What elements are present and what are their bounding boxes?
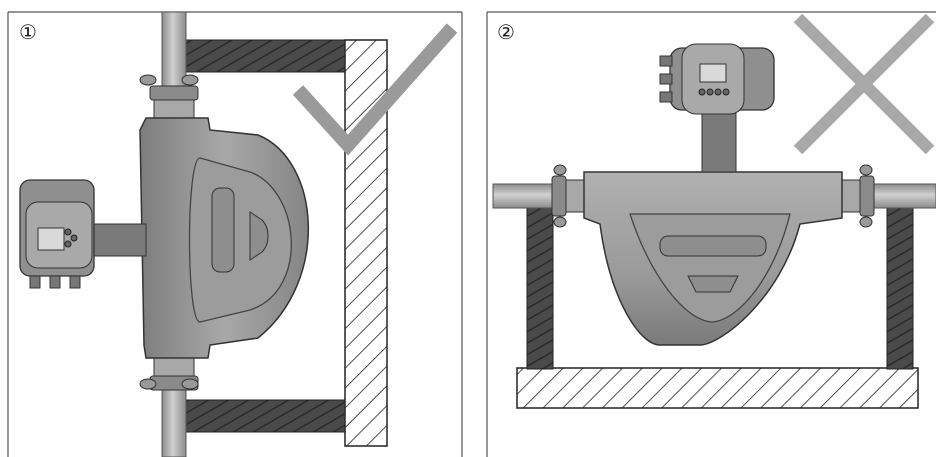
support-arm-top [184, 39, 346, 73]
cross-mark-icon [793, 13, 935, 155]
transmitter-neck [91, 223, 147, 257]
support-arm-bottom [184, 399, 346, 433]
transmitter-display [37, 227, 65, 251]
transmitter-neck-top [701, 105, 737, 173]
flange-right [841, 164, 875, 228]
transmitter-display-top [699, 63, 727, 83]
meter-recess-large-hanging [659, 235, 767, 257]
panel-2 [486, 11, 936, 457]
flange-bottom [139, 357, 199, 391]
meter-recess-small-hanging [687, 275, 739, 293]
panel-1-label: ① [19, 20, 37, 44]
flange-left [551, 164, 585, 228]
meter-recess-large [211, 187, 235, 273]
support-post-right [886, 204, 914, 370]
transmitter-side [19, 179, 95, 289]
flange-top [139, 74, 199, 119]
panel-2-label: ② [497, 20, 515, 44]
support-post-left [526, 204, 554, 370]
meter-recess-small [249, 211, 269, 261]
floor-hatched [516, 367, 919, 409]
check-mark-icon [292, 23, 458, 156]
panel-1 [7, 11, 463, 457]
transmitter-top [659, 43, 775, 115]
